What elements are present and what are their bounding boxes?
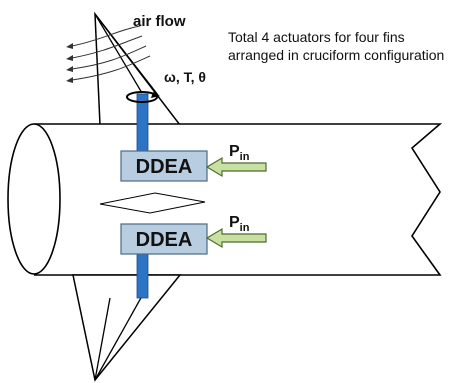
fin-line [94,13,143,94]
fin-line [94,295,143,381]
lower-shaft [136,249,149,299]
input-label-main: P [229,214,240,231]
missile-body [7,123,443,276]
airflow-arrows [66,25,151,83]
actuator-box [120,150,208,182]
actuator-lower: DDEA [120,223,208,255]
note-line-1: Total 4 actuators for four fins [228,29,405,45]
state-label: ω, T, θ [164,69,206,85]
input-arrow-lower: Pin [205,214,267,249]
lower-fin [72,274,182,382]
fin-line [94,297,111,381]
input-label-main: P [229,143,240,160]
input-label: Pin [229,143,250,163]
body-end-ellipse [7,123,61,275]
actuator-label: DDEA [136,156,193,178]
note-line-2: arranged in cruciform configuration [228,47,444,63]
input-label: Pin [229,214,250,234]
input-label-sub: in [240,222,250,234]
actuator-box [120,223,208,255]
actuator-upper: DDEA [120,150,208,182]
side-fin-diamond [99,192,206,214]
input-label-sub: in [240,151,250,163]
rotation-arrow-icon [126,91,160,103]
input-arrow-upper: Pin [205,143,267,178]
airflow-label: air flow [133,13,186,30]
actuator-label: DDEA [136,229,193,251]
